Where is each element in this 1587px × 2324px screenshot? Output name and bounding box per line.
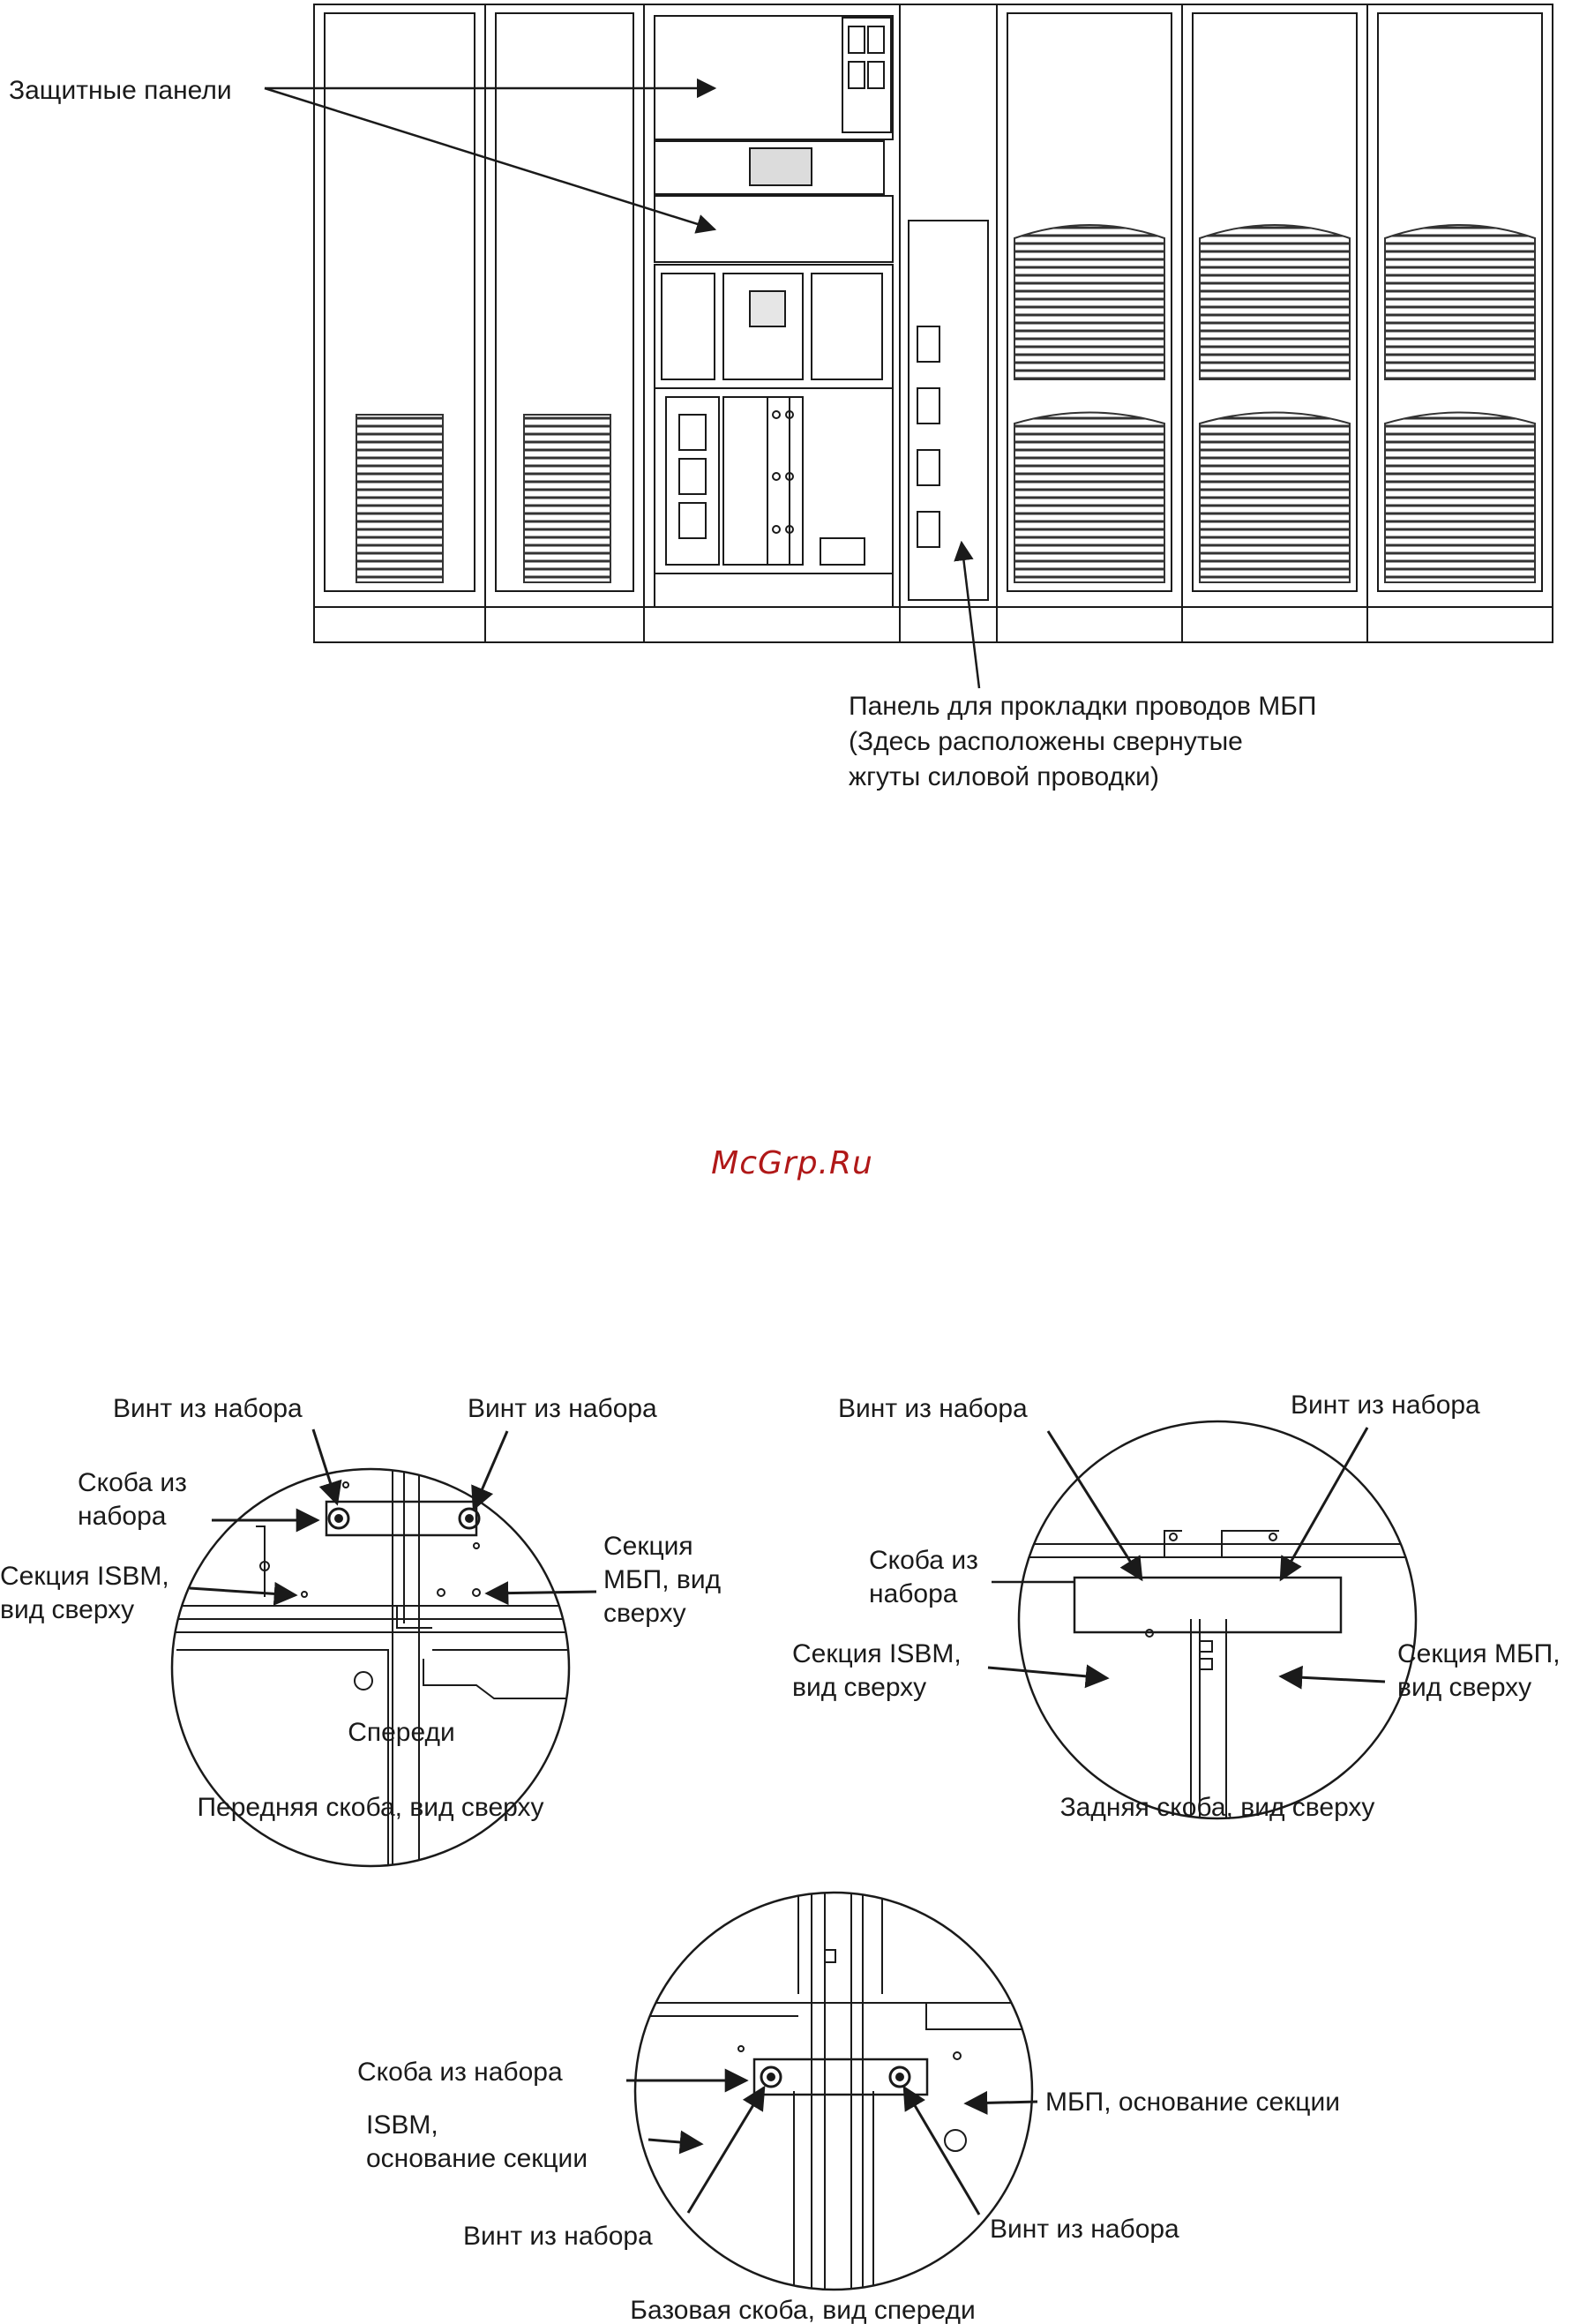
wiring-panel-label-line3: жгуты силовой проводки) — [849, 762, 1159, 791]
ups-wiring-panel — [899, 4, 998, 643]
base-screw-right-label: Винт из набора — [990, 2215, 1179, 2244]
rear-screw-right-label: Винт из набора — [1291, 1391, 1480, 1420]
wiring-panel-label-line1: Панель для прокладки проводов МБП — [849, 692, 1317, 721]
front-ups-label-line3: сверху — [603, 1599, 686, 1628]
isbm-cabinet-left — [313, 4, 486, 643]
base-detail-circle — [633, 1891, 1034, 2291]
ups-cabinet-2 — [1181, 4, 1368, 643]
base-ups-label: МБП, основание секции — [1045, 2088, 1340, 2117]
ups-cabinet-3 — [1366, 4, 1553, 643]
callout-wiring-panel: Панель для прокладки проводов МБП (Здесь… — [849, 540, 1317, 791]
ups-cabinet-lineup — [313, 4, 1553, 643]
front-ups-label-line2: МБП, вид — [603, 1565, 721, 1594]
rear-bracket — [1073, 1576, 1343, 1634]
front-screw-right-label: Винт из набора — [468, 1394, 657, 1423]
front-bracket-label-line1: Скоба из — [78, 1468, 187, 1497]
rear-ups-label-line1: Секция МБП, — [1397, 1639, 1561, 1668]
protective-panel-middle — [654, 195, 894, 263]
front-isbm-label-line2: вид сверху — [0, 1595, 134, 1624]
rear-bracket-label-line1: Скоба из — [869, 1546, 978, 1575]
front-ups-label-line1: Секция — [603, 1532, 693, 1561]
rear-bracket-view: Винт из набора Винт из набора Скоба из н… — [792, 1391, 1561, 1822]
front-isbm-label-line1: Секция ISBM, — [0, 1562, 169, 1591]
callout-protective-panels: Защитные панели — [9, 76, 717, 234]
base-screw-right — [888, 2065, 911, 2088]
watermark-text: McGrp.Ru — [711, 1145, 873, 1181]
front-screw-right — [458, 1507, 481, 1530]
base-screw-left — [760, 2065, 782, 2088]
rear-screw-left-label: Винт из набора — [838, 1394, 1028, 1423]
control-display — [749, 147, 812, 186]
base-bracket-label: Скоба из набора — [357, 2058, 563, 2087]
rear-bracket-caption: Задняя скоба, вид сверху — [1060, 1793, 1375, 1822]
rear-isbm-label-line2: вид сверху — [792, 1673, 926, 1702]
rear-bracket-label-line2: набора — [869, 1579, 958, 1608]
ups-cabinet-1 — [996, 4, 1183, 643]
rear-ups-label-line2: вид сверху — [1397, 1673, 1531, 1702]
arrow-protective-panel-middle — [264, 86, 717, 234]
front-screw-left — [327, 1507, 350, 1530]
front-bracket-caption: Передняя скоба, вид сверху — [197, 1793, 543, 1822]
base-isbm-label-line2: основание секции — [366, 2144, 588, 2173]
arrow-wiring-panel — [954, 540, 981, 689]
base-screw-left-label: Винт из набора — [463, 2222, 653, 2251]
base-bracket-caption: Базовая скоба, вид спереди — [630, 2296, 975, 2324]
protective-panels-label: Защитные панели — [9, 76, 232, 105]
base-bracket-view: Скоба из набора ISBM, основание секции М… — [357, 1891, 1340, 2324]
wiring-panel-label-line2: (Здесь расположены свернутые — [849, 727, 1243, 756]
front-screw-left-label: Винт из набора — [113, 1394, 303, 1423]
rear-detail-circle — [1017, 1420, 1418, 1820]
front-detail-circle — [170, 1467, 571, 1868]
base-isbm-label-line1: ISBM, — [366, 2110, 438, 2140]
base-bracket — [752, 2058, 929, 2096]
rear-isbm-label-line1: Секция ISBM, — [792, 1639, 962, 1668]
isbm-cabinet-right — [484, 4, 645, 643]
front-bracket-view: Винт из набора Винт из набора Скоба из н… — [0, 1394, 721, 1868]
front-bracket-label-line2: набора — [78, 1502, 167, 1531]
front-bracket — [325, 1500, 478, 1537]
ups-open-cabinet — [643, 4, 901, 643]
protective-panel-top — [654, 15, 894, 140]
front-side-label: Спереди — [348, 1718, 455, 1747]
